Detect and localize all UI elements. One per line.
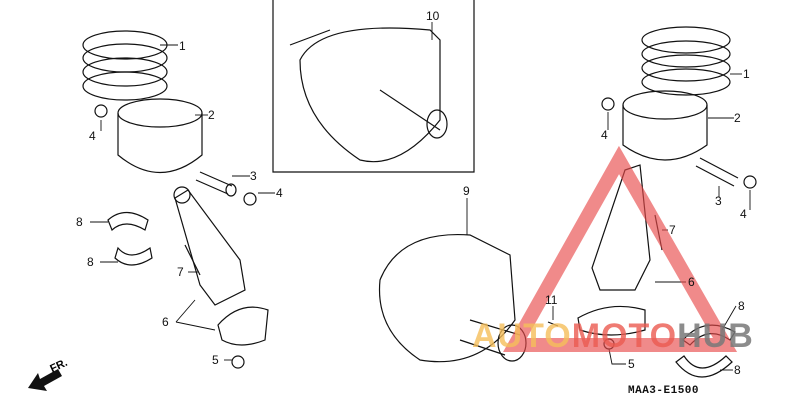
callout-11: 11 <box>545 293 558 307</box>
crankshaft-upper <box>289 27 448 163</box>
callout-6: 6 <box>162 315 169 329</box>
nut-left <box>231 355 245 369</box>
callout-5: 5 <box>628 357 635 371</box>
key-11 <box>547 321 559 327</box>
inset-frame <box>272 0 475 173</box>
diagram-code: MAA3-E1500 <box>628 385 700 397</box>
watermark-logo <box>503 145 738 352</box>
conrod-cap-right <box>577 305 646 336</box>
conrod-right <box>591 164 651 291</box>
bearing-left-b <box>114 246 153 266</box>
piston-left <box>117 98 203 173</box>
callout-10: 10 <box>426 9 440 23</box>
callout-5: 5 <box>212 353 219 367</box>
callout-3: 3 <box>250 169 257 183</box>
callout-8: 8 <box>76 215 83 229</box>
clip-left-b <box>243 192 257 206</box>
clip-right-b <box>743 175 757 189</box>
callout-3: 3 <box>715 194 722 208</box>
bolt-left <box>184 244 201 276</box>
callout-4: 4 <box>276 186 283 200</box>
piston-pin-left <box>195 171 237 197</box>
callout-9: 9 <box>463 184 470 198</box>
piston-pin-right <box>695 157 739 187</box>
callout-7: 7 <box>669 223 676 237</box>
front-arrow-icon <box>28 369 62 391</box>
callout-4: 4 <box>89 129 96 143</box>
conrod-cap-left <box>217 306 269 346</box>
callout-8: 8 <box>734 363 741 377</box>
piston-rings-left <box>82 30 168 101</box>
callout-7: 7 <box>177 265 184 279</box>
bearing-left-a <box>107 211 149 232</box>
callout-1: 1 <box>179 39 186 53</box>
bearing-right-b <box>675 355 733 378</box>
watermark-text: AUTOMOTOHUB <box>472 317 754 355</box>
clip-left-a <box>94 104 108 118</box>
callout-6: 6 <box>688 275 695 289</box>
piston-rings-right <box>641 26 731 96</box>
callout-4: 4 <box>601 128 608 142</box>
conrod-left <box>173 186 246 306</box>
callout-4: 4 <box>740 207 747 221</box>
callout-2: 2 <box>734 111 741 125</box>
callout-1: 1 <box>743 67 750 81</box>
clip-right-a <box>601 97 615 111</box>
callout-8: 8 <box>87 255 94 269</box>
piston-right <box>622 90 708 161</box>
callout-8: 8 <box>738 299 745 313</box>
callout-2: 2 <box>208 108 215 122</box>
